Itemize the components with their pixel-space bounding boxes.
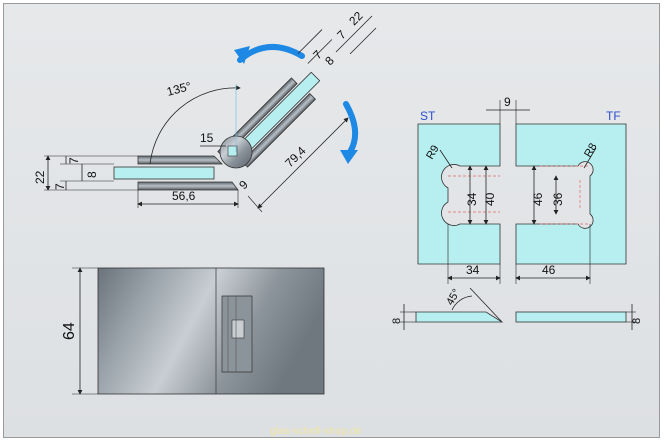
dim-gap: 9	[236, 177, 251, 192]
bevel-plate-left	[415, 311, 504, 323]
label-st: ST	[420, 109, 436, 123]
plate-gap: 9	[504, 95, 511, 109]
dim-top-b: 8	[322, 53, 337, 68]
dim-length-right: 79,4	[282, 143, 309, 170]
plate-view: ST TF 9 R9 R8 34 40 46 36	[417, 95, 627, 284]
bevel-thick-right: 8	[631, 318, 643, 324]
hinge-screw	[231, 319, 245, 339]
rotate-arrow-top	[237, 43, 305, 63]
dim-left-c: 8	[85, 171, 99, 178]
st-width: 34	[466, 263, 480, 277]
tf-width: 46	[542, 263, 556, 277]
dim-offset: 15	[200, 131, 214, 145]
angle-view: 135° 22 7 7 8 56,6 1	[33, 9, 377, 213]
bevel-plate-right	[515, 311, 627, 323]
rotate-arrow-right-head	[340, 150, 358, 164]
dim-left-a: 7	[67, 157, 81, 164]
plate-tf	[515, 123, 627, 265]
tf-outer-height: 46	[531, 192, 545, 206]
front-view: 64	[61, 267, 325, 395]
footer-watermark: glas-schell-shop.de	[270, 426, 362, 437]
tf-inner-height: 36	[551, 192, 565, 206]
dim-left-b: 7	[53, 183, 67, 190]
angle-label: 135°	[165, 79, 193, 99]
bevel-thick-left: 8	[391, 318, 403, 324]
rotate-arrow-top-head	[234, 46, 250, 64]
dim-top-c: 7	[334, 27, 349, 42]
bevel-view: 45° 8 8	[391, 287, 643, 330]
st-inner-height: 34	[465, 192, 479, 206]
plate-st	[417, 123, 501, 265]
hinge-pin-slot	[227, 145, 238, 157]
clamp-plate-left-top	[137, 155, 223, 165]
st-outer-height: 40	[483, 192, 497, 206]
dim-length-left: 56,6	[172, 189, 196, 203]
hinge-front-body	[97, 267, 325, 395]
angle-arc	[149, 85, 241, 165]
bevel-angle: 45°	[444, 287, 463, 307]
glass-pane-left	[113, 166, 215, 180]
dim-left-total: 22	[33, 170, 47, 184]
rotate-arrow-right	[343, 101, 359, 155]
label-tf: TF	[606, 109, 621, 123]
front-height: 64	[61, 322, 78, 340]
